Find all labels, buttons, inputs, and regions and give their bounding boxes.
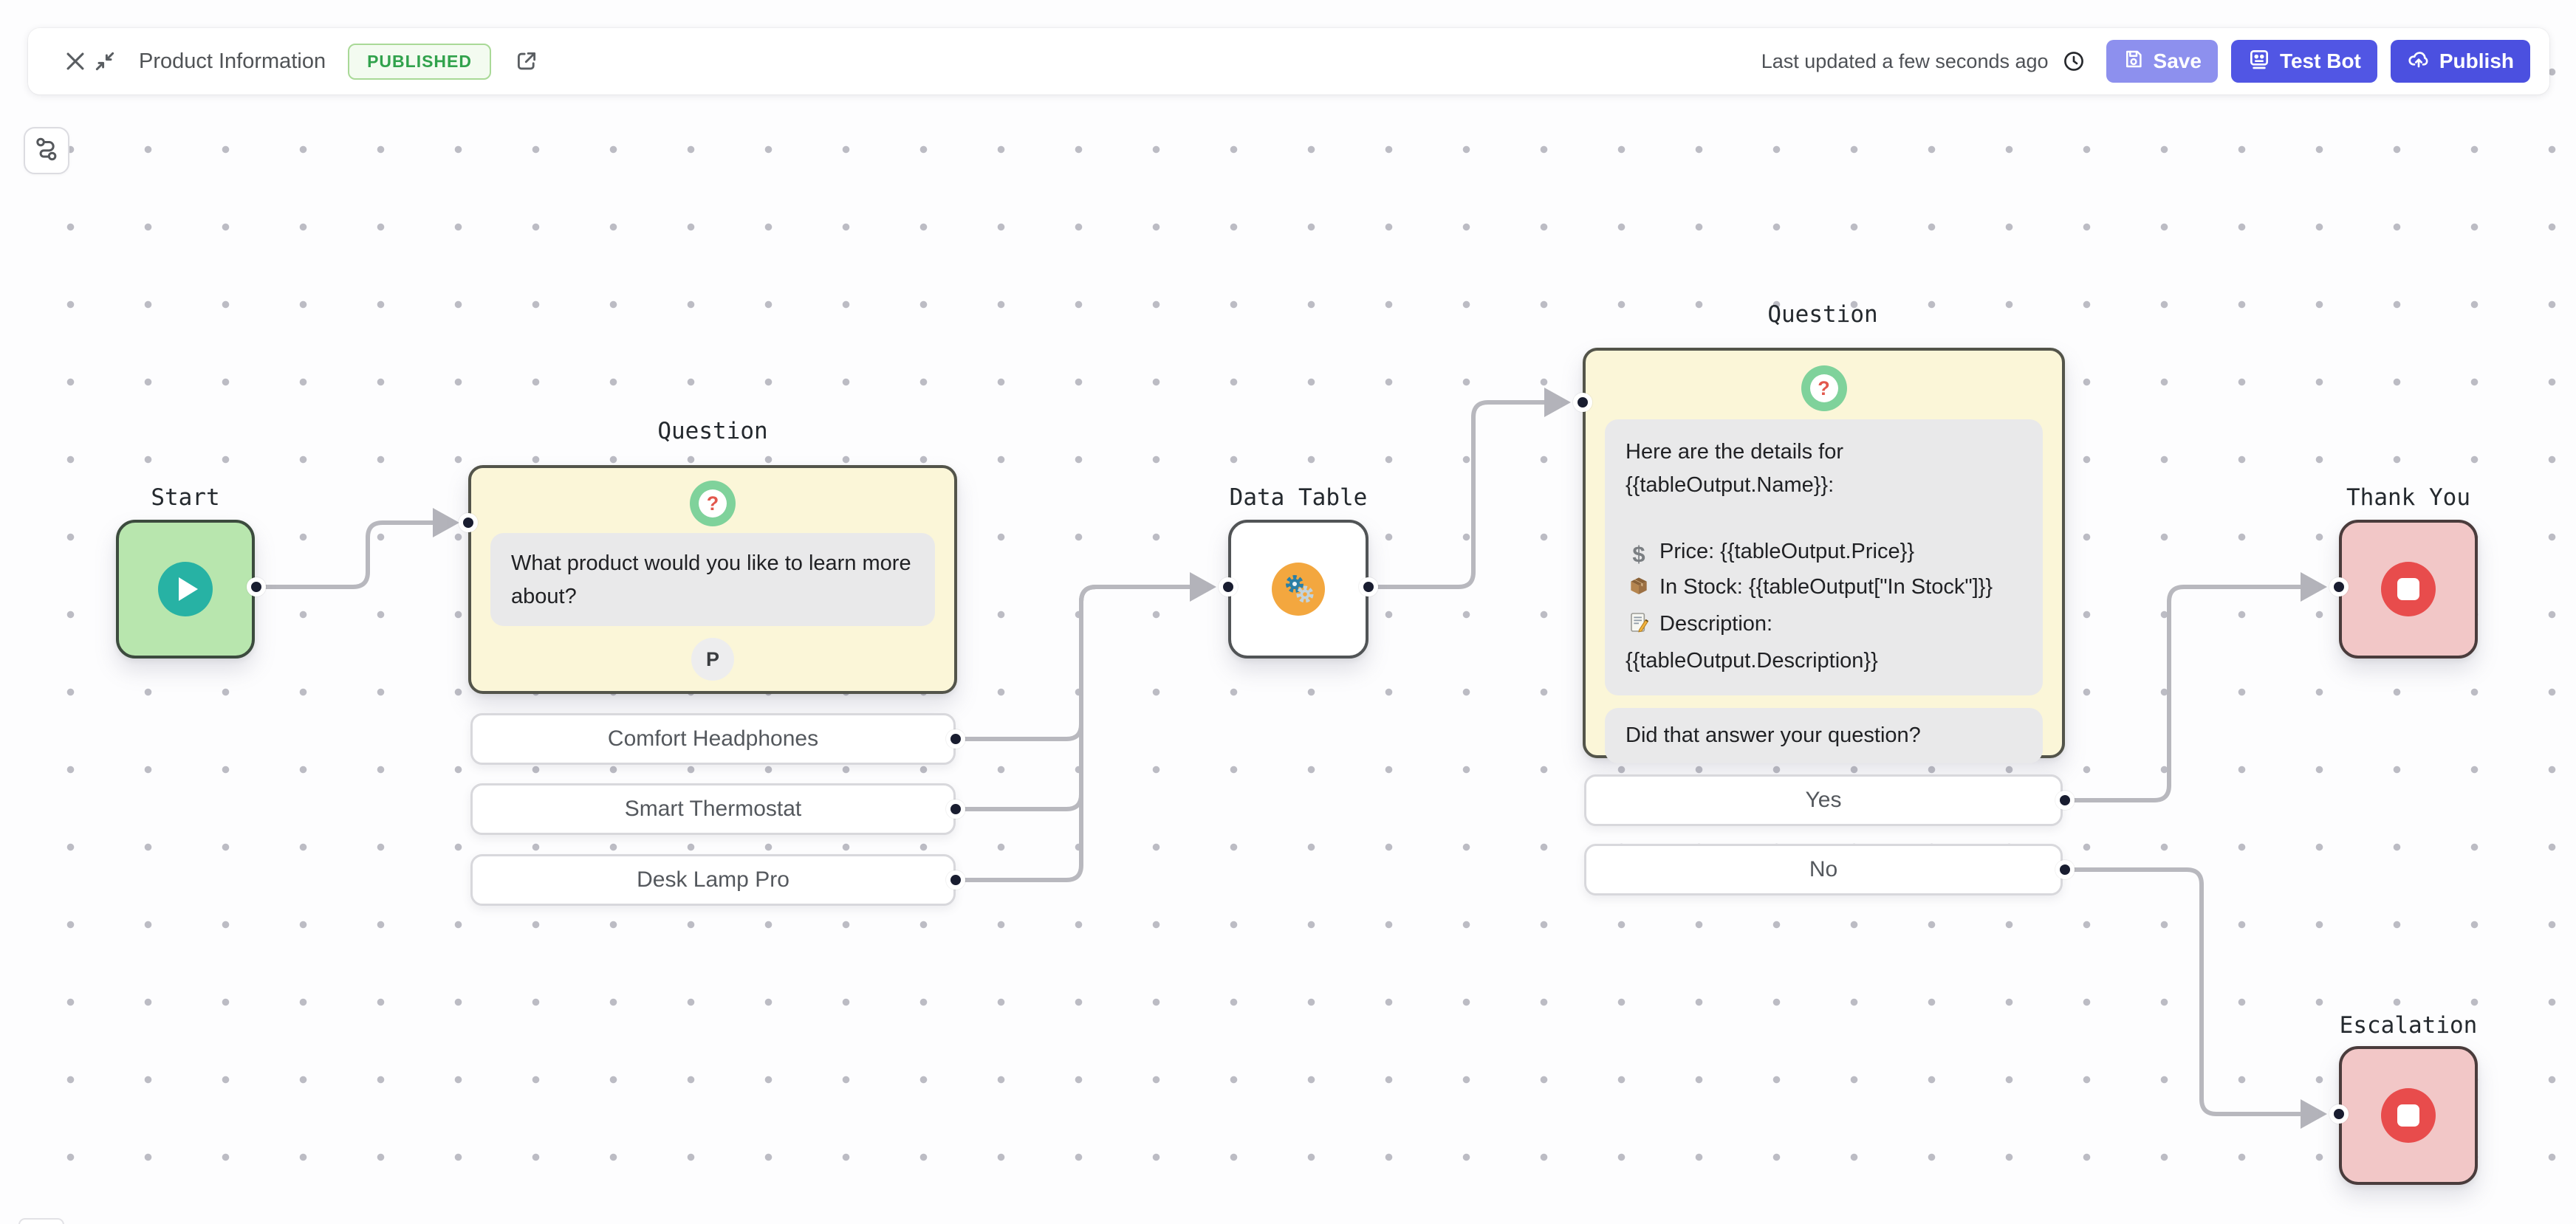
option-yes[interactable]: Yes — [1584, 774, 2063, 826]
port-yes-out[interactable] — [2055, 791, 2075, 810]
question2-followup: Did that answer your question? — [1605, 708, 2043, 763]
detail-stock: In Stock: {{tableOutput["In Stock"]}} — [1626, 571, 2022, 608]
node-label-question1: Question — [657, 418, 767, 444]
status-badge: PUBLISHED — [348, 44, 491, 80]
question-icon: ? — [1801, 365, 1847, 411]
port-datatable-in[interactable] — [1219, 577, 1238, 596]
connector-yes-thankyou — [2065, 587, 2301, 800]
publish-button-label: Publish — [2439, 49, 2514, 73]
clock-icon — [2059, 47, 2089, 76]
connector-start-question — [256, 523, 434, 587]
escalation-node[interactable] — [2339, 1046, 2478, 1185]
port-thankyou-in[interactable] — [2329, 577, 2349, 596]
node-label-thankyou: Thank You — [2346, 484, 2470, 511]
port-no-out[interactable] — [2055, 860, 2075, 879]
collapse-icon[interactable] — [90, 47, 120, 76]
message-intro: Here are the details for {{tableOutput.N… — [1626, 436, 2022, 502]
cloud-upload-icon — [2407, 47, 2431, 76]
arrowhead-icon — [2301, 572, 2327, 602]
arrowhead-icon — [433, 508, 459, 537]
connector-option3-datatable — [956, 587, 1191, 880]
option-comfort-headphones[interactable]: Comfort Headphones — [470, 713, 956, 765]
memo-icon — [1626, 611, 1652, 644]
port-option2-out[interactable] — [946, 800, 965, 819]
port-escalation-in[interactable] — [2329, 1104, 2349, 1124]
connector-datatable-question2 — [1368, 402, 1545, 587]
detail-description: Description: {{tableOutput.Description}} — [1626, 608, 2022, 678]
question2-message: Here are the details for {{tableOutput.N… — [1605, 419, 2043, 695]
connector-no-escalation — [2065, 870, 2301, 1114]
thank-you-node[interactable] — [2339, 520, 2478, 659]
test-bot-button[interactable]: Test Bot — [2231, 40, 2377, 83]
arrowhead-icon — [1544, 388, 1571, 417]
play-icon — [158, 562, 213, 616]
save-icon — [2123, 48, 2145, 75]
share-icon[interactable] — [512, 47, 541, 76]
detail-price: $Price: {{tableOutput.Price}} — [1626, 535, 2022, 571]
save-button[interactable]: Save — [2106, 40, 2218, 83]
stop-icon — [2381, 1088, 2436, 1143]
publish-button[interactable]: Publish — [2391, 40, 2530, 83]
last-updated-text: Last updated a few seconds ago — [1761, 50, 2049, 73]
dollar-icon: $ — [1626, 537, 1652, 571]
port-start-out[interactable] — [247, 577, 266, 596]
avatar: P — [691, 638, 734, 681]
route-icon — [32, 135, 61, 167]
stop-icon — [2381, 562, 2436, 616]
flow-tool-button[interactable] — [24, 127, 69, 174]
question1-message: What product would you like to learn mor… — [490, 533, 935, 626]
arrowhead-icon — [2301, 1099, 2327, 1129]
port-option1-out[interactable] — [946, 729, 965, 749]
question-icon: ? — [690, 481, 736, 526]
zoom-control-partial[interactable] — [18, 1218, 64, 1224]
arrowhead-icon — [1190, 572, 1216, 602]
start-node[interactable] — [116, 520, 255, 659]
port-datatable-out[interactable] — [1359, 577, 1378, 596]
connector-option1-datatable — [956, 587, 1191, 739]
save-button-label: Save — [2154, 49, 2202, 73]
port-question1-in[interactable] — [459, 513, 478, 532]
port-option3-out[interactable] — [946, 870, 965, 890]
close-icon[interactable] — [61, 47, 90, 76]
connector-option2-datatable — [956, 587, 1191, 809]
editor-header: Product Information PUBLISHED Last updat… — [28, 28, 2549, 94]
node-label-datatable: Data Table — [1230, 484, 1368, 511]
data-table-node[interactable] — [1228, 520, 1368, 659]
bot-icon — [2247, 47, 2271, 76]
node-label-start: Start — [151, 484, 219, 511]
test-bot-button-label: Test Bot — [2280, 49, 2361, 73]
package-icon — [1626, 574, 1652, 608]
page-title: Product Information — [139, 49, 326, 74]
option-desk-lamp-pro[interactable]: Desk Lamp Pro — [470, 854, 956, 906]
question1-node[interactable]: ? What product would you like to learn m… — [468, 465, 957, 694]
node-label-escalation: Escalation — [2340, 1012, 2478, 1039]
option-smart-thermostat[interactable]: Smart Thermostat — [470, 783, 956, 835]
node-label-question2: Question — [1767, 301, 1877, 328]
option-no[interactable]: No — [1584, 844, 2063, 895]
port-question2-in[interactable] — [1573, 393, 1592, 412]
question2-node[interactable]: ? Here are the details for {{tableOutput… — [1583, 348, 2065, 758]
gears-icon — [1272, 563, 1325, 616]
